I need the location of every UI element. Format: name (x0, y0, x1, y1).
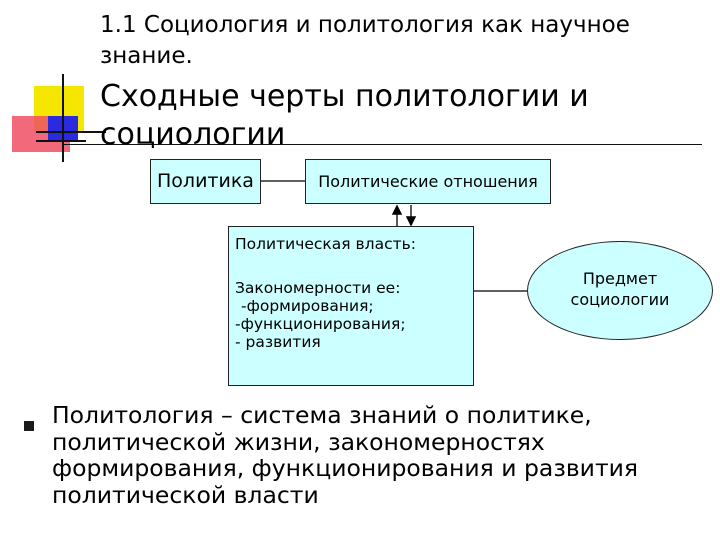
subject-label-line: социологии (528, 289, 712, 310)
politics-box: Политика (150, 159, 261, 204)
slide-title: Сходные черты политологии и социологии (100, 78, 660, 154)
political-power-heading: Политическая власть: (235, 235, 467, 253)
decor-vertical-line (62, 74, 64, 162)
political-power-box: Политическая власть: Закономерности ее: … (228, 226, 474, 386)
bullet-square-icon (24, 421, 34, 431)
political-power-line: Закономерности ее: (235, 279, 467, 297)
subject-label-line: Предмет (528, 268, 712, 289)
political-power-line: - развития (235, 333, 467, 351)
definition-text: Политология – система знаний о политике,… (52, 402, 702, 508)
political-power-line: -функционирования; (235, 315, 467, 333)
political-power-line: -формирования; (235, 297, 467, 315)
sociology-subject-ellipse: Предмет социологии (527, 241, 713, 340)
decor-horizontal-line-short (36, 140, 86, 142)
decor-horizontal-line (36, 131, 106, 133)
slide-subtitle: 1.1 Социология и политология как научное… (100, 10, 690, 72)
political-relations-box: Политические отношения (305, 159, 551, 204)
